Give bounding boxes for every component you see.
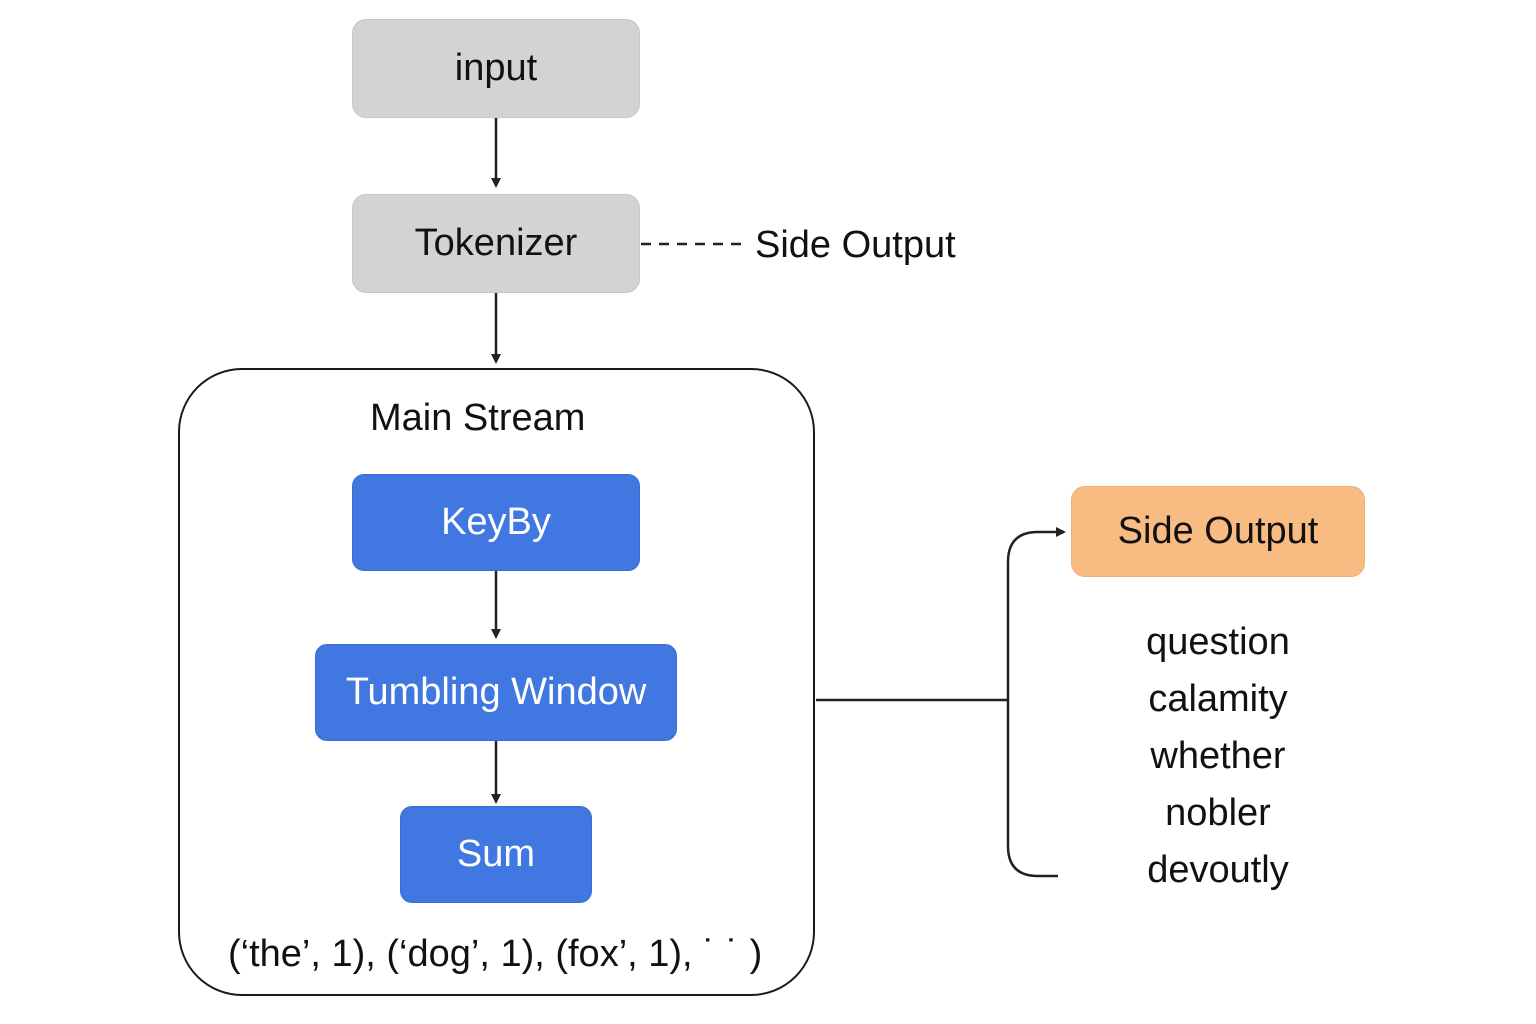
sum-node-label: Sum	[456, 833, 536, 875]
tumbling-window-node: Tumbling Window	[315, 644, 677, 741]
main-stream-container	[178, 368, 815, 996]
bracket-arrow-to-side-output	[1006, 527, 1066, 878]
main-stream-title: Main Stream	[370, 397, 586, 439]
keyby-node-label: KeyBy	[441, 501, 551, 543]
side-output-node: Side Output	[1071, 486, 1365, 577]
keyby-node: KeyBy	[352, 474, 640, 571]
sum-node: Sum	[400, 806, 592, 903]
side-output-word: nobler	[1165, 792, 1271, 834]
side-output-dashed-label: Side Output	[755, 224, 956, 266]
tokenizer-node-label: Tokenizer	[414, 222, 578, 264]
main-stream-output-text: (‘the’, 1), (‘dog’, 1), (fox’, 1), ˙ ˙ )	[228, 933, 763, 975]
side-output-word-list: question calamity whether nobler devoutl…	[1080, 614, 1356, 899]
side-output-word: whether	[1150, 735, 1286, 777]
side-output-word: question	[1146, 621, 1290, 663]
side-output-word: devoutly	[1147, 849, 1289, 891]
tumbling-window-node-label: Tumbling Window	[345, 671, 647, 713]
side-output-node-label: Side Output	[1117, 510, 1319, 552]
tokenizer-node: Tokenizer	[352, 194, 640, 293]
input-node: input	[352, 19, 640, 118]
side-output-word: calamity	[1148, 678, 1288, 720]
input-node-label: input	[454, 47, 538, 89]
